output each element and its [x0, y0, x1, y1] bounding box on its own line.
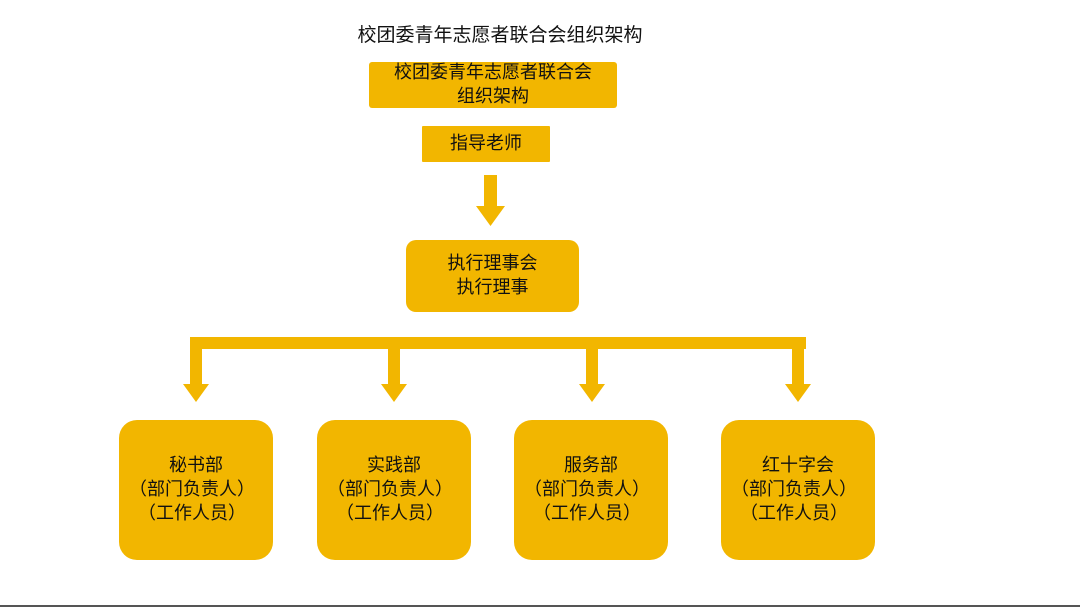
department-box-secretariat: 秘书部 （部门负责人） （工作人员）: [119, 420, 273, 560]
arrow-down-to-red-cross: [785, 349, 811, 402]
executive-council-box: 执行理事会 执行理事: [406, 240, 579, 312]
department-name: 服务部: [564, 455, 618, 476]
advisor-label: 指导老师: [450, 133, 522, 154]
page-title: 校团委青年志愿者联合会组织架构: [357, 24, 643, 46]
department-box-service: 服务部 （部门负责人） （工作人员）: [514, 420, 668, 560]
department-head-label: （部门负责人）: [524, 479, 650, 500]
department-head-label: （部门负责人）: [129, 479, 255, 500]
arrow-down-advisor-to-executive: [476, 175, 505, 226]
distribution-bar: [190, 337, 806, 349]
department-staff-label: （工作人员）: [138, 503, 246, 524]
department-staff-label: （工作人员）: [336, 503, 444, 524]
department-staff-label: （工作人员）: [740, 503, 848, 524]
department-box-practice: 实践部 （部门负责人） （工作人员）: [317, 420, 471, 560]
department-box-red-cross: 红十字会 （部门负责人） （工作人员）: [721, 420, 875, 560]
arrow-down-to-practice: [381, 349, 407, 402]
bottom-divider: [0, 605, 1080, 607]
department-staff-label: （工作人员）: [533, 503, 641, 524]
executive-line-1: 执行理事会: [447, 253, 538, 274]
arrow-down-to-secretariat: [183, 349, 209, 402]
department-name: 红十字会: [762, 455, 834, 476]
org-structure-box: 校团委青年志愿者联合会 组织架构: [369, 62, 617, 108]
arrow-down-to-service: [579, 349, 605, 402]
executive-line-2: 执行理事: [456, 277, 529, 298]
org-box-line-1: 校团委青年志愿者联合会: [394, 62, 592, 83]
department-name: 实践部: [367, 455, 421, 476]
advisor-box: 指导老师: [422, 126, 550, 162]
department-head-label: （部门负责人）: [327, 479, 453, 500]
org-box-line-2: 组织架构: [457, 86, 529, 107]
department-head-label: （部门负责人）: [731, 479, 857, 500]
department-name: 秘书部: [169, 455, 223, 476]
